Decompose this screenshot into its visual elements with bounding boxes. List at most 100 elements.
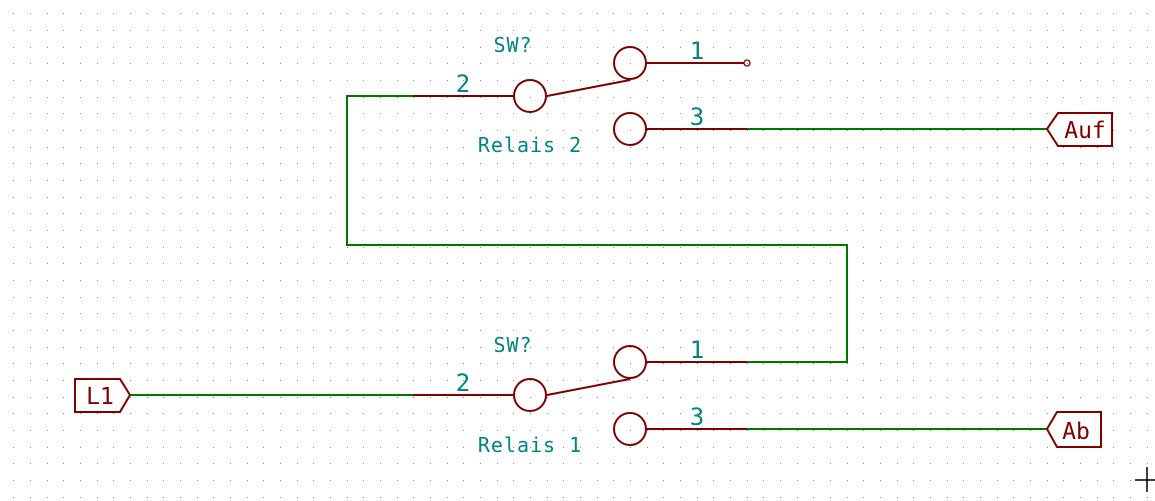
grid-dot bbox=[697, 113, 698, 114]
grid-dot bbox=[13, 447, 14, 448]
grid-dot bbox=[1080, 463, 1081, 464]
global-label-ab[interactable]: Ab bbox=[1045, 411, 1102, 448]
grid-dot bbox=[313, 480, 314, 481]
grid-dot bbox=[97, 230, 98, 231]
grid-dot bbox=[413, 80, 414, 81]
grid-dot bbox=[1147, 130, 1148, 131]
grid-dot bbox=[797, 247, 798, 248]
grid-dot bbox=[380, 197, 381, 198]
grid-dot bbox=[997, 447, 998, 448]
grid-dot bbox=[97, 330, 98, 331]
grid-dot bbox=[447, 480, 448, 481]
grid-dot bbox=[430, 280, 431, 281]
grid-dot bbox=[880, 313, 881, 314]
grid-dot bbox=[580, 397, 581, 398]
grid-dot bbox=[463, 363, 464, 364]
grid-dot bbox=[863, 363, 864, 364]
grid-dot bbox=[913, 413, 914, 414]
grid-dot bbox=[647, 80, 648, 81]
grid-dot bbox=[313, 397, 314, 398]
grid-dot bbox=[1080, 230, 1081, 231]
grid-dot bbox=[247, 13, 248, 14]
grid-dot bbox=[697, 313, 698, 314]
grid-dot bbox=[213, 197, 214, 198]
grid-dot bbox=[397, 97, 398, 98]
grid-dot bbox=[963, 47, 964, 48]
grid-dot bbox=[780, 447, 781, 448]
grid-dot bbox=[447, 347, 448, 348]
grid-dot bbox=[713, 247, 714, 248]
grid-dot bbox=[480, 313, 481, 314]
grid-dot bbox=[1113, 147, 1114, 148]
grid-dot bbox=[63, 463, 64, 464]
reference-text[interactable]: SW? bbox=[493, 333, 532, 357]
wire-relais1-pin1-to-relais2-pin2[interactable] bbox=[346, 95, 848, 363]
grid-dot bbox=[280, 97, 281, 98]
grid-dot bbox=[863, 463, 864, 464]
grid-dot bbox=[213, 163, 214, 164]
grid-dot bbox=[1147, 113, 1148, 114]
grid-dot bbox=[463, 380, 464, 381]
switch-relais-1[interactable]: SW? Relais 1 2 1 3 bbox=[413, 333, 747, 457]
grid-dot bbox=[13, 97, 14, 98]
grid-dot bbox=[863, 263, 864, 264]
grid-dot bbox=[330, 413, 331, 414]
grid-dot bbox=[997, 280, 998, 281]
grid-dot bbox=[613, 30, 614, 31]
global-label-auf[interactable]: Auf bbox=[1045, 112, 1113, 147]
grid-dot bbox=[813, 463, 814, 464]
grid-dot bbox=[1013, 47, 1014, 48]
grid-dot bbox=[430, 230, 431, 231]
grid-dot bbox=[330, 347, 331, 348]
grid-dot bbox=[1030, 430, 1031, 431]
grid-dot bbox=[680, 497, 681, 498]
grid-dot bbox=[613, 80, 614, 81]
grid-dot bbox=[97, 47, 98, 48]
grid-dot bbox=[113, 97, 114, 98]
grid-dot bbox=[197, 430, 198, 431]
grid-dot bbox=[880, 230, 881, 231]
reference-text[interactable]: SW? bbox=[493, 33, 532, 57]
grid-dot bbox=[47, 247, 48, 248]
grid-dot bbox=[897, 297, 898, 298]
value-text[interactable]: Relais 1 bbox=[478, 433, 582, 457]
grid-dot bbox=[513, 230, 514, 231]
grid-dot bbox=[13, 230, 14, 231]
grid-dot bbox=[463, 463, 464, 464]
grid-dot bbox=[630, 80, 631, 81]
grid-dot bbox=[1130, 30, 1131, 31]
grid-dot bbox=[1113, 197, 1114, 198]
grid-dot bbox=[663, 347, 664, 348]
grid-dot bbox=[947, 480, 948, 481]
grid-dot bbox=[213, 380, 214, 381]
grid-dot bbox=[1147, 197, 1148, 198]
grid-dot bbox=[1097, 147, 1098, 148]
value-text[interactable]: Relais 2 bbox=[478, 133, 582, 157]
grid-dot bbox=[47, 347, 48, 348]
grid-dot bbox=[963, 480, 964, 481]
grid-dot bbox=[230, 330, 231, 331]
switch-relais-2[interactable]: SW? Relais 2 2 1 3 bbox=[413, 33, 751, 157]
grid-dot bbox=[1013, 297, 1014, 298]
grid-dot bbox=[280, 363, 281, 364]
grid-dot bbox=[30, 330, 31, 331]
grid-dot bbox=[513, 163, 514, 164]
grid-dot bbox=[713, 147, 714, 148]
grid-dot bbox=[347, 480, 348, 481]
grid-dot bbox=[213, 113, 214, 114]
grid-dot bbox=[413, 47, 414, 48]
switch-arm bbox=[546, 79, 631, 97]
grid-dot bbox=[347, 497, 348, 498]
global-label-l1[interactable]: L1 bbox=[74, 378, 132, 413]
grid-dot bbox=[547, 413, 548, 414]
grid-dot bbox=[213, 30, 214, 31]
grid-dot bbox=[530, 63, 531, 64]
grid-dot bbox=[847, 430, 848, 431]
grid-dot bbox=[1030, 130, 1031, 131]
grid-dot bbox=[863, 30, 864, 31]
grid-dot bbox=[930, 63, 931, 64]
grid-dot bbox=[530, 97, 531, 98]
grid-dot bbox=[113, 147, 114, 148]
grid-dot bbox=[447, 230, 448, 231]
